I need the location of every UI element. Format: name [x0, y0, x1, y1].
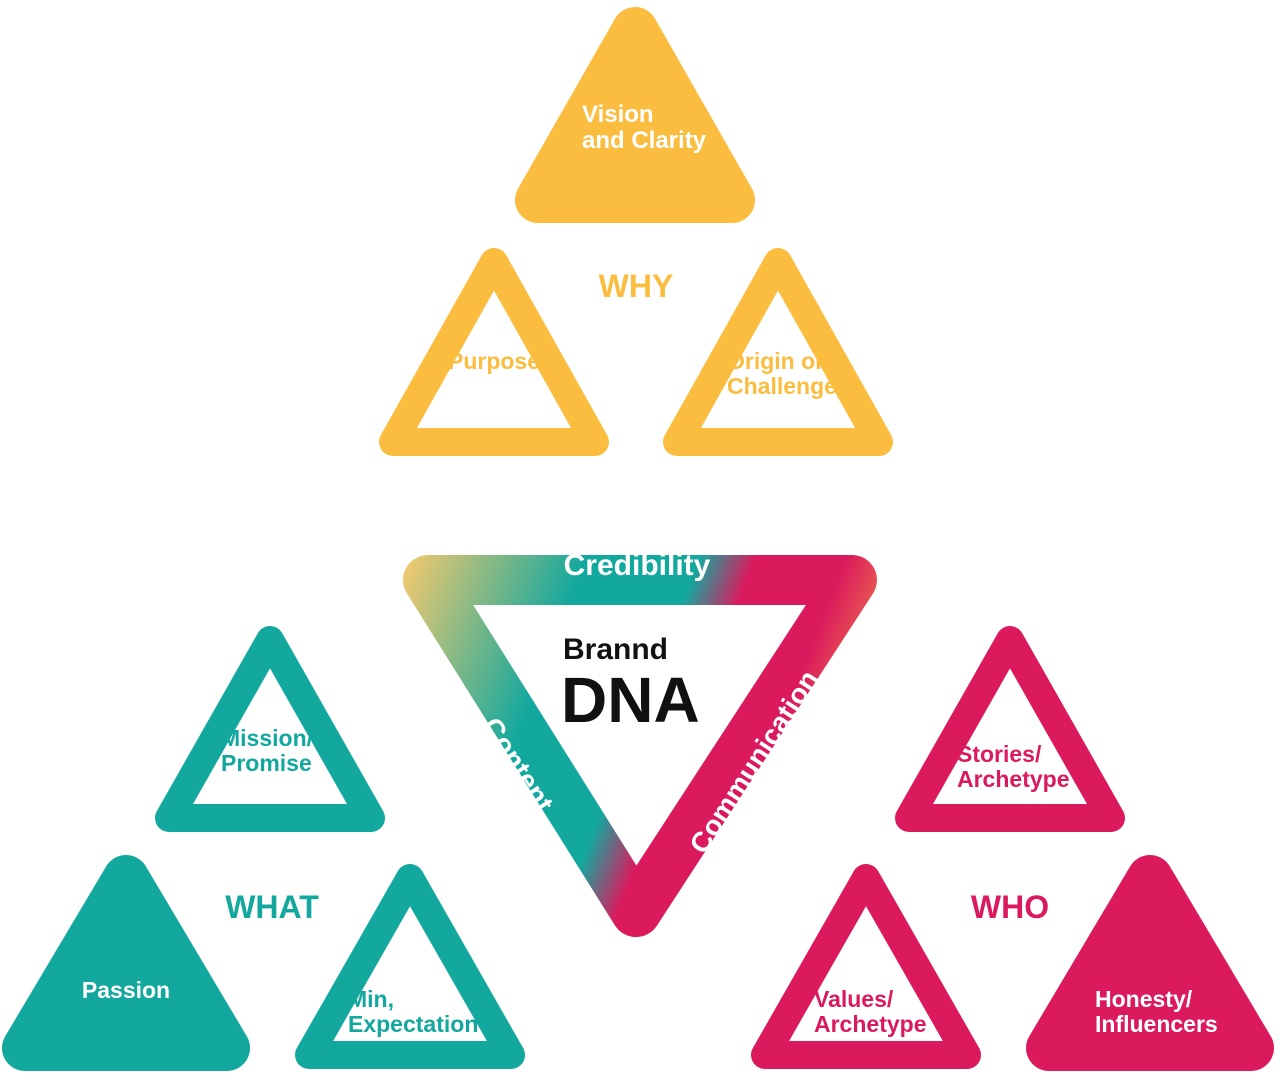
expectation-triangle [295, 864, 525, 1069]
purpose-label: Purpose [448, 348, 540, 374]
label-line: Challenge [727, 373, 837, 399]
brand-label: Brannd [563, 633, 668, 666]
honesty-triangle [1026, 855, 1274, 1071]
vision-triangle [515, 7, 755, 223]
label-line: Honesty/ [1095, 986, 1193, 1012]
label-line: Values/ [814, 986, 894, 1012]
label-line: Promise [221, 750, 312, 776]
credibility-edge-label: Credibility [564, 549, 711, 582]
values-label: Values/Archetype [814, 986, 926, 1037]
label-line: Mission/ [221, 725, 314, 751]
what-group: Mission/Promise Passion Min,Expectation … [2, 626, 525, 1071]
who-heading: WHO [971, 889, 1049, 925]
label-line: Archetype [957, 766, 1069, 792]
label-line: Passion [82, 977, 170, 1003]
stories-triangle [895, 626, 1125, 832]
honesty-label: Honesty/Influencers [1095, 986, 1218, 1037]
stories-label: Stories/Archetype [957, 741, 1069, 792]
label-line: Origin or [727, 348, 824, 374]
label-line: Influencers [1095, 1011, 1218, 1037]
why-heading: WHY [599, 268, 674, 304]
mission-label: Mission/Promise [221, 725, 314, 776]
label-line: Expectation [348, 1011, 478, 1037]
label-line: Stories/ [957, 741, 1042, 767]
what-heading: WHAT [225, 889, 319, 925]
origin-triangle [663, 248, 893, 456]
who-group: Stories/Archetype Values/Archetype Hones… [751, 626, 1274, 1071]
dna-label: DNA [561, 664, 700, 736]
label-line: and Clarity [582, 127, 707, 154]
purpose-triangle [379, 248, 609, 456]
dna-core: Credibility Content Communication Brannd… [403, 549, 877, 937]
dna-triangle-ring [403, 555, 877, 937]
label-line: Archetype [814, 1011, 926, 1037]
passion-label: Passion [82, 977, 170, 1003]
expectation-label: Min,Expectation [348, 986, 478, 1037]
values-triangle [751, 864, 981, 1069]
passion-triangle [2, 855, 250, 1071]
label-line: Min, [348, 986, 394, 1012]
label-line: Purpose [448, 348, 540, 374]
label-line: Vision [582, 101, 654, 128]
mission-triangle [155, 626, 385, 832]
